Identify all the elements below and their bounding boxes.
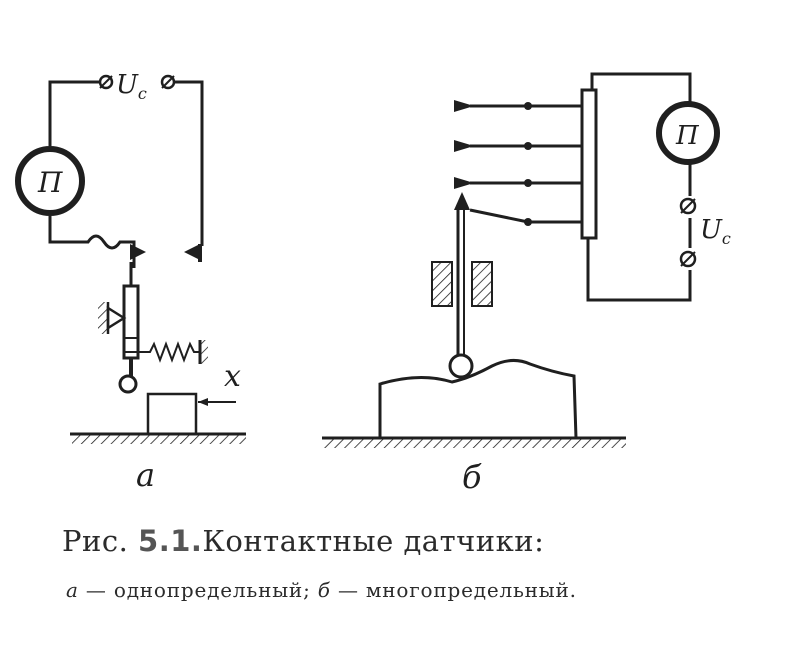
panel-label-a: а [136,456,155,494]
meter-circle [656,101,720,165]
meter-label: П [37,166,63,199]
meter-label: П [675,121,700,151]
guide-bushing [471,261,493,307]
probe-tip [118,374,138,394]
legend-text-a: — однопредельный; [78,578,318,602]
circuit-wire [48,80,136,268]
guide-bushing [431,261,453,307]
fixed-contact [454,140,474,152]
moving-contact [454,192,470,210]
fixed-contact [454,177,474,189]
legend-text-b: — многопредельный. [330,578,577,602]
probe-sleeve [122,284,140,360]
figure-number: 5.1. [138,524,203,558]
probe-roller [448,353,474,379]
workpiece [146,392,198,436]
supply-voltage-label: Uc [700,215,731,248]
caption-prefix: Рис. [62,524,129,558]
circuit-wire-right [174,80,204,246]
figure-caption-legend: а — однопредельный; б — многопредельный. [66,578,577,602]
terminal-icon [679,197,697,215]
contact-block [580,88,598,240]
caption-title: Контактные датчики: [202,524,545,558]
displacement-label: x [224,359,241,394]
circuit-wire [590,72,692,102]
figure-caption-title: Рис. 5.1.Контактные датчики: [62,524,544,558]
meter-circle [15,146,85,216]
supply-voltage-label: Uc [116,70,147,103]
single-limit-sensor [15,74,246,444]
terminal-icon [98,74,114,90]
pivot-support [106,305,127,331]
legend-marker-a: а [66,578,79,602]
fixed-contact [454,100,474,112]
profiled-workpiece [378,359,578,439]
terminal-icon [679,250,697,268]
return-spring [138,341,200,363]
moving-contact [130,244,146,260]
panel-label-b: б [462,458,482,496]
multi-limit-sensor [322,72,720,448]
legend-marker-b: б [317,578,331,602]
fixed-contact [184,244,200,260]
circuit-wire-lower [586,164,692,302]
terminal-icon [160,74,176,90]
